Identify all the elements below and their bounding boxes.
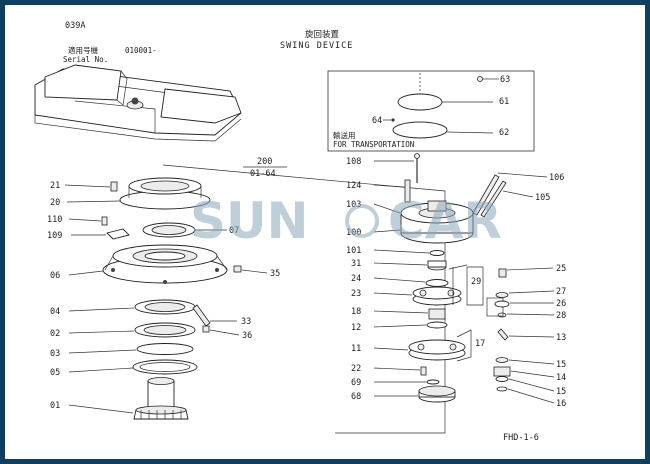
serial-value: 010001- [125,46,157,55]
transport-caption-en: FOR TRANSPORTATION [333,140,414,149]
serial-label-jp: 適用号機 [68,45,98,55]
label-103: 103 [346,200,361,210]
watermark-text-sun: SUN [190,192,308,250]
assembly-number: 200 [257,157,272,167]
label-35: 35 [270,269,280,279]
serial-label-en: Serial No. [63,55,108,64]
label-25: 25 [556,264,566,274]
label-33: 33 [241,317,251,327]
title-jp: 旋回装置 [305,29,340,40]
label-69: 69 [351,378,361,388]
label-02: 02 [50,329,60,339]
label-106: 106 [549,173,564,183]
label-21: 21 [50,181,60,191]
label-13: 13 [556,333,566,343]
label-11: 11 [351,344,361,354]
label-05: 05 [50,368,60,378]
swing-device-diagram: 039A 旋回装置 SWING DEVICE 適用号機 010001- Seri… [34,21,566,443]
watermark: SUN CAR [190,192,502,250]
transport-label-64: 64 [372,116,382,126]
label-03: 03 [50,349,60,359]
label-26: 26 [556,299,566,309]
label-04: 04 [50,307,60,317]
label-01: 01 [50,401,60,411]
label-17: 17 [475,339,485,349]
label-36: 36 [242,331,252,341]
label-109: 109 [47,231,62,241]
label-07: 07 [229,226,239,236]
label-29: 29 [471,277,481,287]
watermark-c-icon [345,204,379,238]
page-code: 039A [65,21,85,31]
label-18: 18 [351,307,361,317]
transportation-box: 63 61 64 62 輸送用 FOR TRANSPORTATION [327,70,535,152]
transport-label-63: 63 [500,75,510,85]
left-parts-stack [101,177,242,420]
label-101: 101 [346,246,361,256]
label-20: 20 [50,198,60,208]
watermark-text-car: CAR [388,192,502,250]
label-14: 14 [556,373,566,383]
right-leaders [373,160,555,404]
transport-caption-jp: 輸送用 [333,130,356,140]
right-parts-stack [400,153,511,403]
page-title: SWING DEVICE [280,41,353,51]
label-110: 110 [47,215,62,225]
transport-label-61: 61 [499,97,509,107]
label-27: 27 [556,287,566,297]
label-15-lower: 15 [556,387,566,397]
label-124: 124 [346,181,361,191]
label-68: 68 [351,392,361,402]
label-31: 31 [351,259,361,269]
left-leaders [64,184,268,414]
label-24: 24 [351,274,361,284]
figure-code: FHD-1-6 [503,433,539,443]
label-28: 28 [556,311,566,321]
label-16: 16 [556,399,566,409]
label-108: 108 [346,157,361,167]
machine-sketch [34,64,242,142]
label-12: 12 [351,323,361,333]
label-22: 22 [351,364,361,374]
label-06: 06 [50,271,60,281]
transport-label-62: 62 [499,128,509,138]
label-105: 105 [535,193,550,203]
diagram-page: 039A 旋回装置 SWING DEVICE 適用号機 010001- Seri… [5,5,645,459]
label-15: 15 [556,360,566,370]
label-23: 23 [351,289,361,299]
